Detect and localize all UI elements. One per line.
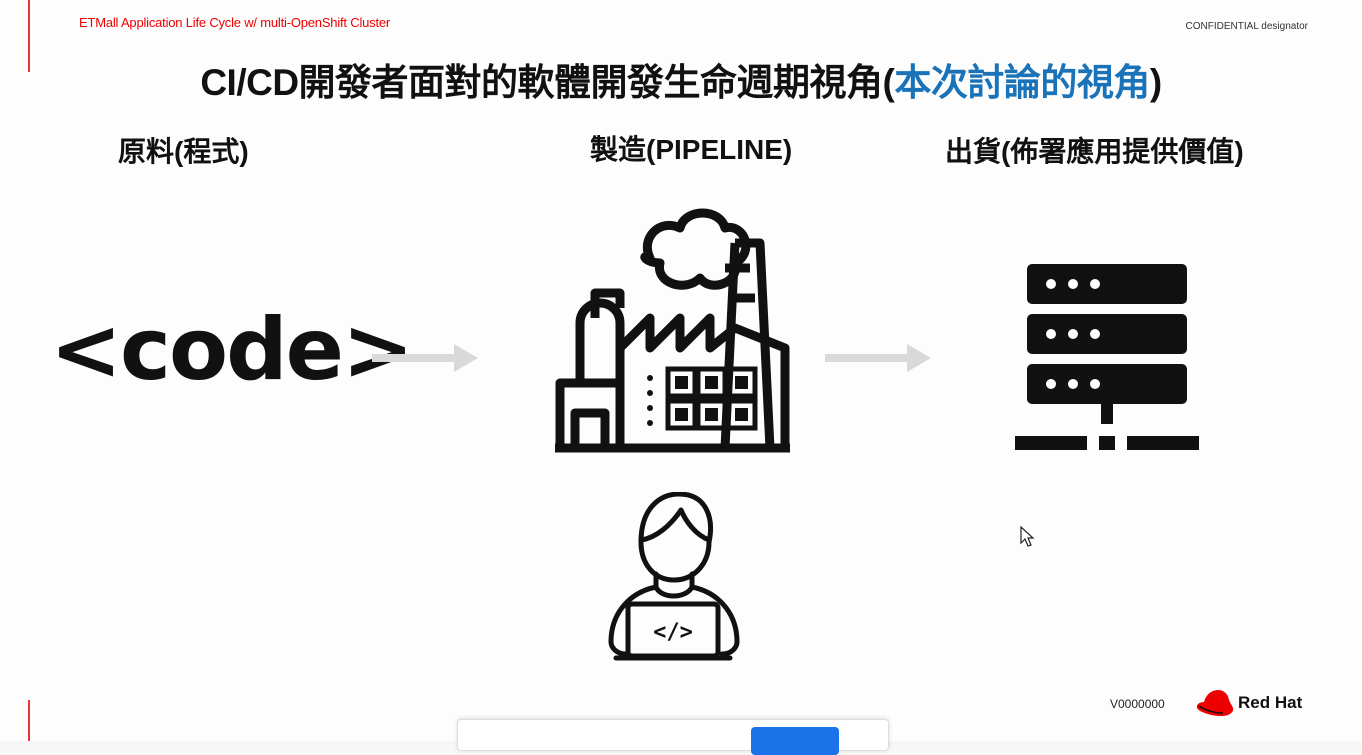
stop-sharing-button[interactable]: [751, 727, 839, 755]
developer-screen-code: </>: [653, 620, 693, 645]
factory-icon: [555, 208, 790, 453]
left-accent-rule: [28, 0, 30, 72]
left-accent-rule-bottom: [28, 700, 30, 741]
developer-icon: </>: [608, 492, 740, 661]
redhat-brand-text: Red Hat: [1238, 693, 1303, 712]
screen-share-bar: [457, 719, 889, 755]
label-raw-material: 原料(程式): [118, 136, 249, 167]
redhat-logo: Red Hat: [1196, 688, 1302, 718]
arrow-right-icon: [825, 344, 931, 372]
deck-title: ETMall Application Life Cycle w/ multi-O…: [79, 15, 391, 30]
server-icon: [1015, 264, 1199, 450]
redhat-logo-icon: [1196, 690, 1234, 716]
code-icon: <code>: [50, 300, 414, 400]
title-accent: 本次討論的視角: [894, 62, 1150, 103]
title-close: ): [1149, 62, 1162, 103]
label-ship: 出貨(佈署應用提供價值): [945, 136, 1244, 167]
cursor-icon: [1020, 526, 1035, 547]
version-label: V0000000: [1110, 697, 1165, 711]
title-main: CI/CD開發者面對的軟體開發生命週期視角(: [200, 62, 895, 103]
label-manufacture: 製造(PIPELINE): [590, 134, 793, 165]
confidential-label: CONFIDENTIAL designator: [1185, 21, 1308, 32]
arrow-right-icon: [372, 344, 478, 372]
slide-title: CI/CD開發者面對的軟體開發生命週期視角(本次討論的視角): [0, 52, 1362, 106]
